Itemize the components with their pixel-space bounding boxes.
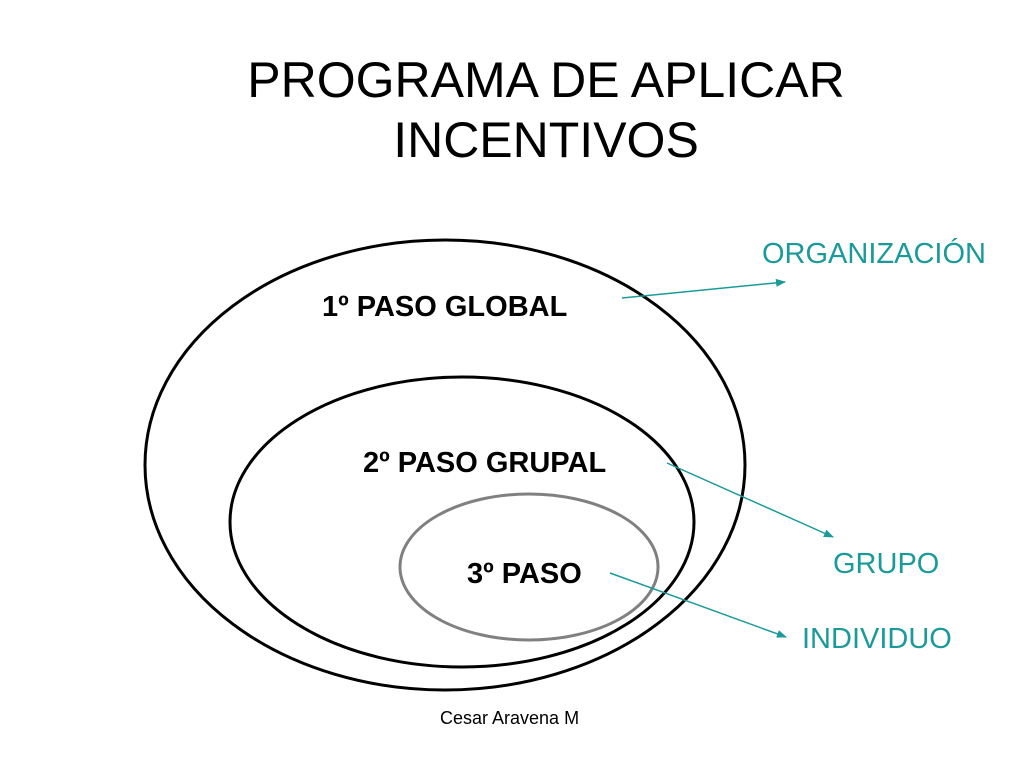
step-3-label: 3º PASO bbox=[467, 558, 582, 590]
target-organization-label: ORGANIZACIÓN bbox=[762, 238, 986, 270]
target-group-label: GRUPO bbox=[833, 548, 940, 580]
author-footer: Cesar Aravena M bbox=[440, 708, 580, 728]
title-line-1: PROGRAMA DE APLICAR bbox=[247, 52, 845, 108]
arrow-step3-to-individuo bbox=[609, 572, 787, 638]
target-individual-label: INDIVIDUO bbox=[802, 623, 952, 655]
arrow-group-to-grupo bbox=[666, 462, 834, 538]
step-2-label: 2º PASO GRUPAL bbox=[363, 447, 607, 479]
step-1-label: 1º PASO GLOBAL bbox=[322, 291, 568, 323]
title-line-2: INCENTIVOS bbox=[393, 112, 699, 168]
inner-ellipse-individual bbox=[398, 492, 660, 642]
middle-ellipse-group bbox=[228, 375, 696, 669]
arrow-global-to-organization bbox=[621, 278, 786, 299]
outer-ellipse-global bbox=[143, 238, 747, 692]
page-title: PROGRAMA DE APLICAR INCENTIVOS bbox=[0, 50, 1024, 170]
